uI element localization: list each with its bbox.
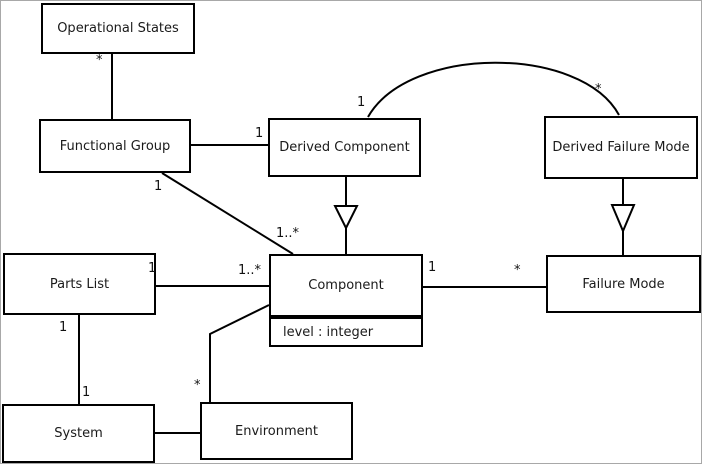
class-system: System [2,404,155,463]
class-derived-component: Derived Component [268,118,421,177]
multiplicity-comp-fm-star: * [514,263,521,278]
class-name: Failure Mode [582,276,665,292]
multiplicity-dc-dfm-one: 1 [357,95,366,110]
class-functional-group: Functional Group [39,119,191,173]
multiplicity-env-comp-star: * [194,378,201,393]
class-name: Functional Group [59,138,171,154]
association-derived-component-derived-failure-mode-curve [367,61,620,118]
class-failure-mode: Failure Mode [546,255,701,313]
class-component: Component level : integer [269,254,423,347]
multiplicity-fg-comp-one: 1 [154,179,163,194]
class-name: Environment [234,423,318,439]
multiplicity-fg-dc-one: 1 [255,126,264,141]
class-name: Component [308,278,384,293]
class-derived-failure-mode: Derived Failure Mode [544,116,698,179]
class-parts-list: Parts List [3,253,156,315]
association-functional-group-component [161,172,294,255]
association-environment-component [209,304,270,402]
generalization-arrowhead-icon [333,205,359,231]
multiplicity-dc-dfm-star: * [595,82,602,97]
multiplicity-pl-comp-one: 1 [148,261,157,276]
class-name: Operational States [57,21,179,36]
class-environment: Environment [200,402,353,460]
multiplicity-fg-comp-many: 1..* [276,226,300,241]
class-name: Parts List [49,276,110,292]
multiplicity-pl-sys-one-top: 1 [59,320,68,335]
multiplicity-pl-comp-many: 1..* [238,263,262,278]
class-name: System [54,426,103,441]
multiplicity-os-fg-star: * [96,53,103,68]
multiplicity-pl-sys-one-bottom: 1 [82,385,91,400]
generalization-arrowhead-icon [610,204,636,234]
class-name: Derived Component [279,140,410,155]
class-operational-states: Operational States [41,3,195,54]
class-attribute-level: level : integer [271,315,421,345]
multiplicity-comp-fm-one: 1 [428,260,437,275]
class-name: Derived Failure Mode [552,140,690,155]
